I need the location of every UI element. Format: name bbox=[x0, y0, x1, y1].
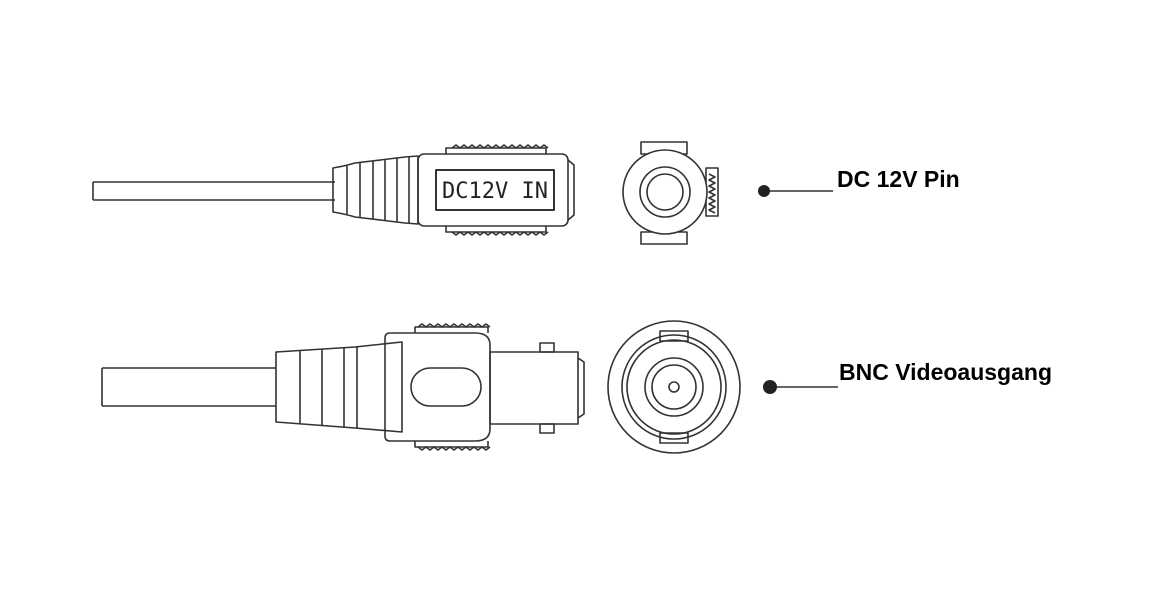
bnc-connector-front-view bbox=[607, 320, 741, 454]
bnc-grip-slot bbox=[410, 367, 482, 407]
bnc-knurl-bottom bbox=[414, 441, 489, 448]
dc-knurl-bottom bbox=[445, 226, 547, 233]
bnc-knurl-top bbox=[414, 326, 489, 333]
bnc-bayonet-pin-bottom bbox=[539, 423, 555, 434]
dc-body-label: DC12V IN bbox=[442, 179, 548, 204]
bnc-callout-dot bbox=[763, 380, 777, 394]
bnc-cable bbox=[101, 367, 276, 407]
dc-strain-relief bbox=[332, 155, 419, 225]
dc-connector-side-view bbox=[92, 144, 575, 236]
dc-cable bbox=[92, 181, 335, 201]
bnc-connector-side-view bbox=[101, 323, 585, 451]
bnc-body bbox=[384, 332, 491, 442]
bnc-callout-label: BNC Videoausgang bbox=[839, 359, 1052, 385]
dc-label-frame bbox=[435, 169, 555, 211]
bnc-nose bbox=[489, 351, 579, 425]
dc-body bbox=[417, 153, 569, 227]
dc-connector-front-view bbox=[622, 141, 719, 245]
dc-callout-label: DC 12V Pin bbox=[837, 166, 960, 192]
bnc-strain-relief bbox=[275, 341, 403, 433]
dc-callout-dot bbox=[758, 185, 770, 197]
dc-knurl-top bbox=[445, 147, 547, 154]
bnc-bayonet-pin-top bbox=[539, 342, 555, 353]
